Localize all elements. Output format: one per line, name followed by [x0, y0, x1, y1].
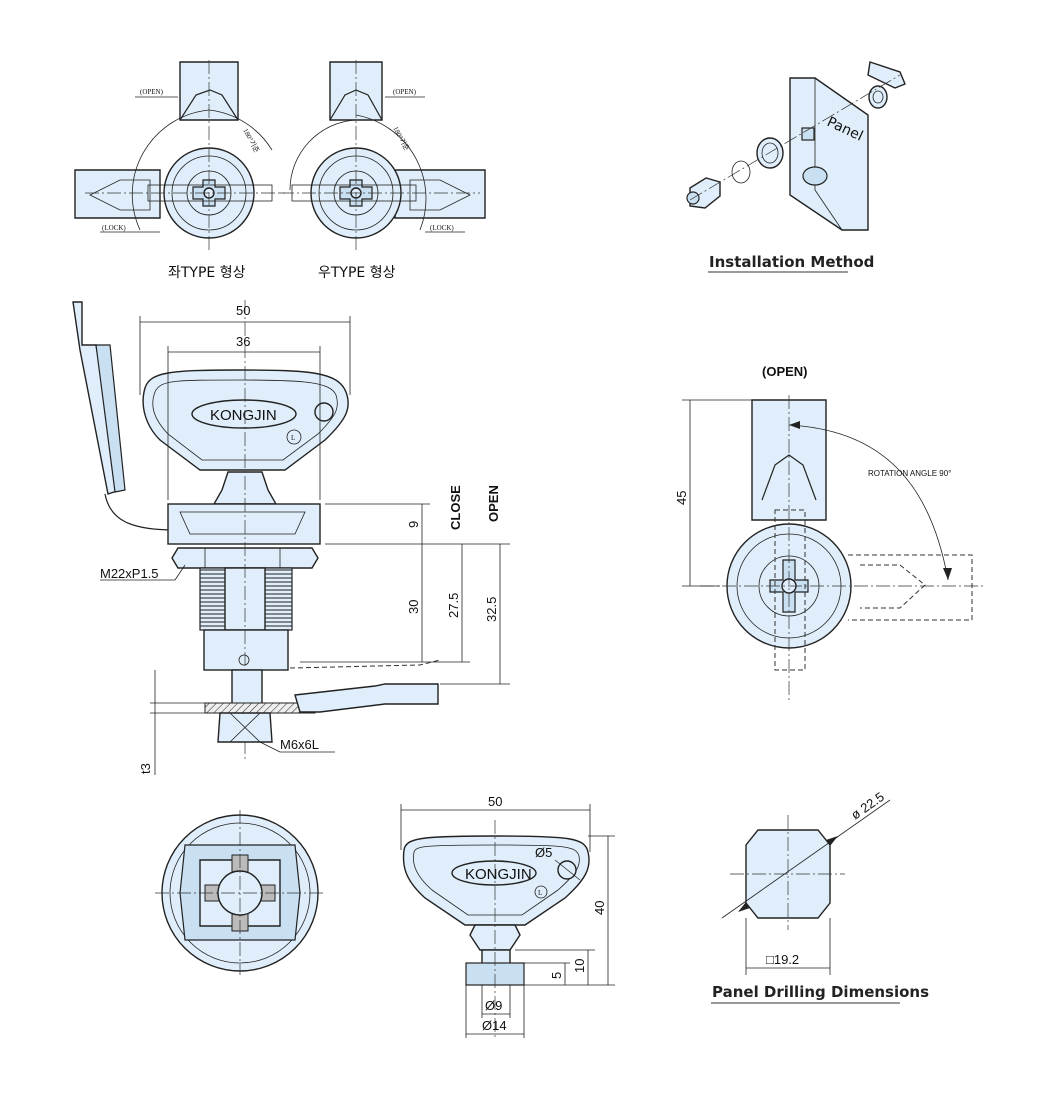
right-lock-label: (LOCK) [430, 224, 454, 232]
side-brand: KONGJIN [210, 407, 277, 424]
key-dim-phi14: Ø14 [482, 1018, 507, 1033]
right-type-caption: 우TYPE 형상 [318, 265, 396, 281]
dim-overall-width: 50 [236, 303, 250, 318]
key-dim-40: 40 [592, 901, 607, 915]
left-type-view: (OPEN) (LOCK) 180°기준 좌TYPE 형상 [74, 60, 285, 281]
installation-title: Installation Method [709, 253, 874, 271]
left-type-caption: 좌TYPE 형상 [168, 265, 246, 281]
open-view: (OPEN) ROTATION ANGLE 90° 45 [674, 364, 985, 700]
open-view-label: (OPEN) [762, 364, 808, 379]
dim-32-5: 32.5 [484, 597, 499, 622]
key-dim-50: 50 [488, 794, 502, 809]
rotation-angle-label: ROTATION ANGLE 90° [868, 469, 951, 478]
screw-label: M6x6L [280, 737, 319, 752]
right-type-view: (OPEN) (LOCK) 180°기준 우TYPE 형상 [280, 60, 486, 281]
key-l-mark: L [538, 889, 542, 897]
key-view: KONGJIN L 50 Ø5 40 10 5 Ø9 Ø14 [400, 794, 615, 1040]
side-view: KONGJIN L 50 36 [72, 300, 510, 775]
close-label: CLOSE [448, 485, 463, 530]
dim-handle-width: 36 [236, 334, 250, 349]
drill-diameter-label: ø 22.5 [848, 789, 887, 822]
dim-27-5: 27.5 [446, 593, 461, 618]
left-open-label: (OPEN) [140, 88, 164, 96]
dim-45: 45 [674, 491, 689, 505]
open-label: OPEN [486, 485, 501, 522]
key-dim-phi9: Ø9 [485, 998, 502, 1013]
dim-30: 30 [406, 600, 421, 614]
drill-square-label: □19.2 [766, 952, 799, 967]
thread-label: M22xP1.5 [100, 566, 159, 581]
key-dim-10: 10 [572, 959, 587, 973]
panel-drilling: ø 22.5 □19.2 Panel Drilling Dimensions [711, 789, 929, 1004]
key-dim-phi5: Ø5 [535, 845, 552, 860]
key-brand: KONGJIN [465, 866, 532, 883]
right-rotation-label: 180°기준 [391, 125, 411, 153]
panel-thickness-label: t3 [138, 763, 153, 774]
installation-method: Panel Installation Method [686, 61, 906, 273]
left-rotation-label: 180°기준 [241, 127, 261, 155]
left-lock-label: (LOCK) [102, 224, 126, 232]
side-l-mark: L [291, 434, 295, 442]
right-open-label: (OPEN) [393, 88, 417, 96]
front-view [155, 810, 325, 975]
key-dim-5: 5 [549, 972, 564, 979]
dim-9: 9 [406, 521, 421, 528]
panel-drilling-title: Panel Drilling Dimensions [712, 983, 929, 1001]
